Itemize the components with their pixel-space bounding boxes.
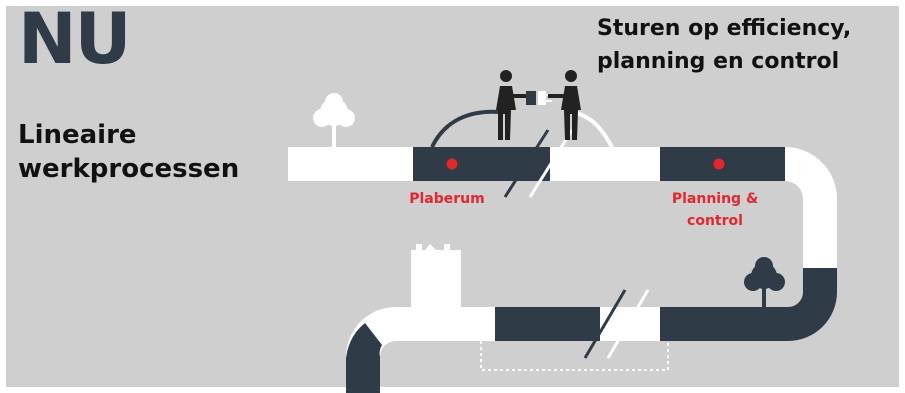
- top-right-line-2: planning en control: [597, 49, 840, 74]
- pipe-bottom-light-segment: [600, 307, 660, 341]
- break-line-bottom-2: [606, 289, 650, 359]
- factory-icon: [411, 244, 461, 307]
- pipe-left-bend-dark: [346, 323, 382, 362]
- pipe-right-bend: [785, 147, 837, 268]
- pipe-bottom-dark-segment: [495, 307, 600, 341]
- pipe-top-dark-segment-1: [413, 147, 550, 181]
- subtitle-line-2: werkprocessen: [18, 154, 240, 184]
- pipe-left-down-dark: [346, 357, 380, 393]
- break-line-top-2: [528, 129, 574, 198]
- top-right-line-1: Sturen op efficiency,: [597, 16, 852, 41]
- pipe-top-light-segment: [550, 147, 660, 181]
- break-line-top-1: [503, 129, 550, 198]
- pipe-right-lower-bend: [742, 268, 837, 341]
- cable-left: [430, 109, 501, 148]
- tree-icon: [744, 257, 785, 307]
- label-planning-line-2: control: [687, 213, 743, 229]
- pipe-top-left-segment: [288, 147, 413, 181]
- marker-planning-control: [713, 158, 725, 170]
- label-planning-line-1: Planning &: [671, 191, 759, 207]
- person-icon: [496, 70, 532, 140]
- tree-icon: [313, 93, 355, 148]
- subtitle: Lineaire werkprocessen: [18, 118, 239, 186]
- label-planning-control: Planning & control: [655, 188, 775, 232]
- marker-plaberum: [446, 158, 458, 170]
- pipe-bottom-dark-right: [660, 307, 742, 341]
- person-icon: [548, 70, 581, 140]
- page-title: NU: [18, 0, 131, 80]
- pipe-bottom-light-left: [400, 307, 495, 341]
- top-right-heading: Sturen op efficiency, planning en contro…: [597, 12, 851, 78]
- dotted-outline: [480, 341, 669, 371]
- label-plaberum: Plaberum: [409, 191, 485, 207]
- subtitle-line-1: Lineaire: [18, 120, 137, 150]
- break-line-bottom-1: [583, 289, 627, 359]
